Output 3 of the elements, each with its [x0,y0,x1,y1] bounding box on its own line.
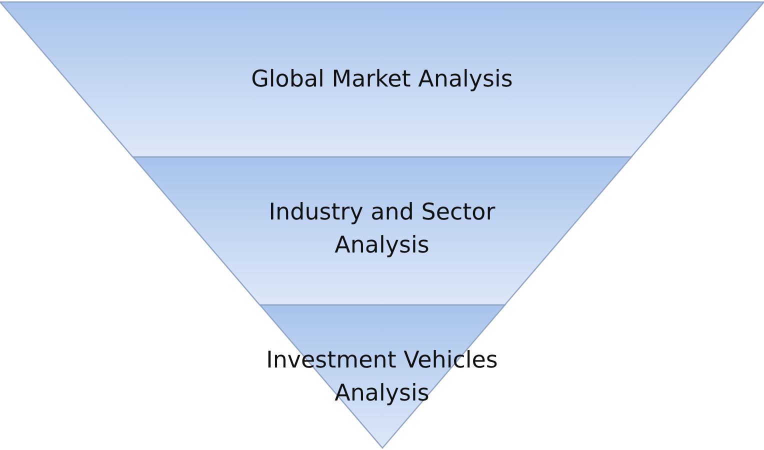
tier-label: Global Market Analysis [250,65,514,94]
tier-label: Industry and Sector Analysis [268,198,496,261]
tier-label: Investment Vehicles Analysis [265,346,499,409]
